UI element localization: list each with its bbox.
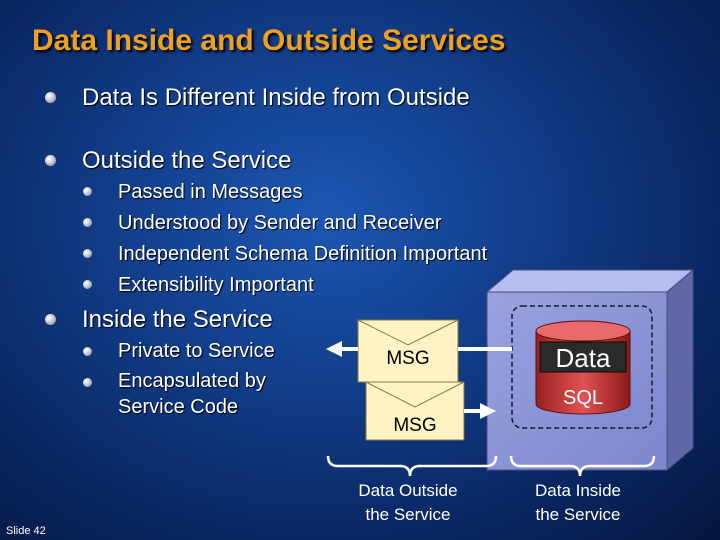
database-label: Data bbox=[556, 343, 611, 373]
bullet-icon bbox=[45, 155, 56, 166]
outside-label: the Service bbox=[365, 505, 450, 524]
sub-bullet-text: Understood by Sender and Receiver bbox=[118, 212, 442, 234]
database-sublabel: SQL bbox=[563, 387, 603, 409]
sub-bullet-icon bbox=[83, 378, 92, 387]
bullet-icon bbox=[45, 314, 56, 325]
sub-bullet-text: Independent Schema Definition Important bbox=[118, 243, 488, 265]
bullet-2-text: Outside the Service bbox=[82, 147, 292, 174]
bullet-3-text: Inside the Service bbox=[82, 306, 273, 333]
inside-label: the Service bbox=[535, 505, 620, 524]
message-label: MSG bbox=[386, 348, 429, 369]
inside-label: Data Inside bbox=[535, 481, 621, 500]
message-envelope-top: MSG bbox=[357, 319, 459, 383]
database-icon: Data SQL bbox=[535, 320, 631, 415]
bullet-1-text: Data Is Different Inside from Outside bbox=[82, 84, 470, 111]
sub-bullet-icon bbox=[83, 187, 92, 196]
bracket-inside bbox=[509, 455, 656, 477]
sub-bullet-icon bbox=[83, 347, 92, 356]
bullet-icon bbox=[45, 92, 56, 103]
sub-bullet-icon bbox=[83, 249, 92, 258]
bracket-outside bbox=[326, 455, 498, 477]
message-envelope-bottom: MSG bbox=[365, 381, 465, 441]
sub-bullet-text: Service Code bbox=[118, 396, 239, 418]
slide-number: Slide 42 bbox=[6, 525, 46, 537]
arrow-left-icon bbox=[326, 341, 358, 357]
sub-bullet-text: Passed in Messages bbox=[118, 181, 303, 203]
sub-bullet-text: Extensibility Important bbox=[118, 274, 314, 296]
sub-bullet-text: Encapsulated by bbox=[118, 370, 266, 392]
outside-label: Data Outside bbox=[358, 481, 457, 500]
sub-bullet-icon bbox=[83, 280, 92, 289]
sub-bullet-icon bbox=[83, 218, 92, 227]
message-label: MSG bbox=[393, 415, 436, 436]
arrow-right-icon bbox=[464, 403, 496, 419]
slide-title: Data Inside and Outside Services bbox=[32, 24, 506, 57]
sub-bullet-text: Private to Service bbox=[118, 340, 275, 362]
